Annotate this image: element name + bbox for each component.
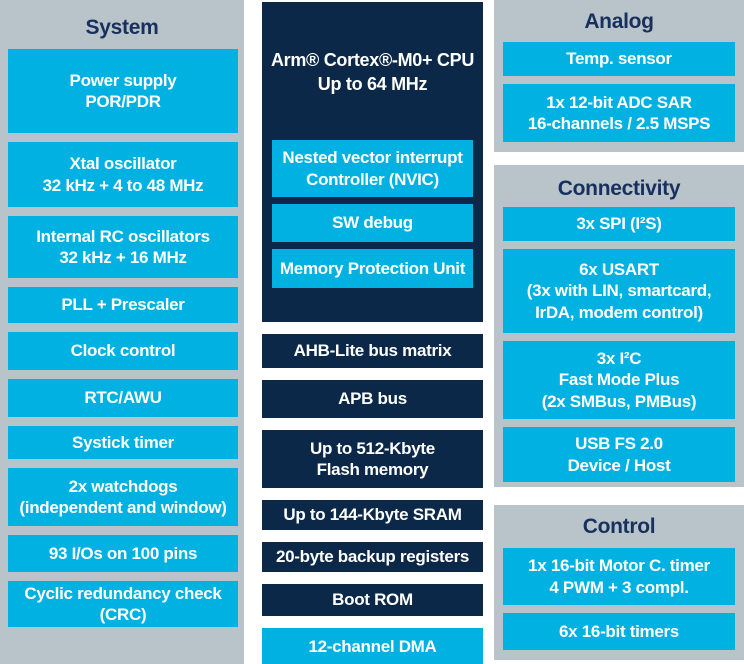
block-i2c: 3x I²C Fast Mode Plus (2x SMBus, PMBus) (503, 341, 735, 419)
block-clock-control: Clock control (8, 332, 238, 370)
block-pll-prescaler: PLL + Prescaler (8, 287, 238, 323)
block-label: SW debug (332, 213, 413, 233)
block-label: 3x I²C Fast Mode Plus (2x SMBus, PMBus) (541, 349, 697, 411)
block-temp-sensor: Temp. sensor (503, 42, 735, 76)
block-label: APB bus (338, 389, 407, 409)
block-systick-timer: Systick timer (8, 426, 238, 459)
block-label: Internal RC oscillators 32 kHz + 16 MHz (36, 226, 210, 267)
block-sw-debug: SW debug (272, 204, 473, 242)
block-label: 93 I/Os on 100 pins (48, 543, 198, 563)
block-usart: 6x USART (3x with LIN, smartcard, IrDA, … (503, 249, 735, 333)
block-label: Memory Protection Unit (279, 258, 466, 278)
block-label: Cyclic redundancy check (CRC) (24, 583, 222, 624)
block-label: 3x SPI (I²S) (576, 214, 662, 234)
block-label: 12-channel DMA (308, 637, 437, 657)
block-label: RTC/AWU (84, 388, 162, 408)
block-sram: Up to 144-Kbyte SRAM (262, 500, 483, 530)
block-xtal-oscillator: Xtal oscillator 32 kHz + 4 to 48 MHz (8, 142, 238, 207)
block-label: Systick timer (72, 432, 174, 452)
cpu-title: Arm® Cortex®-M0+ CPU Up to 64 MHz (270, 50, 475, 95)
block-label: 1x 16-bit Motor C. timer 4 PWM + 3 compl… (528, 556, 710, 597)
control-panel: Control 1x 16-bit Motor C. timer 4 PWM +… (494, 505, 744, 660)
analog-block-stack: Temp. sensor 1x 12-bit ADC SAR 16-channe… (503, 42, 735, 142)
block-label: AHB-Lite bus matrix (293, 341, 452, 361)
block-motor-timer: 1x 16-bit Motor C. timer 4 PWM + 3 compl… (503, 548, 735, 605)
block-label: Clock control (70, 341, 176, 361)
cpu-column: Arm® Cortex®-M0+ CPU Up to 64 MHz Nested… (262, 2, 483, 664)
block-label: 1x 12-bit ADC SAR 16-channels / 2.5 MSPS (527, 92, 711, 133)
block-boot-rom: Boot ROM (262, 584, 483, 616)
block-internal-rc-oscillators: Internal RC oscillators 32 kHz + 16 MHz (8, 216, 238, 278)
connectivity-block-stack: 3x SPI (I²S) 6x USART (3x with LIN, smar… (503, 207, 735, 482)
block-label: 2x watchdogs (independent and window) (19, 476, 227, 517)
block-apb-bus: APB bus (262, 380, 483, 418)
block-label: Boot ROM (332, 590, 413, 610)
block-nvic: Nested vector interrupt Controller (NVIC… (272, 140, 473, 197)
cpu-block: Arm® Cortex®-M0+ CPU Up to 64 MHz Nested… (262, 2, 483, 322)
block-label: 6x 16-bit timers (559, 621, 679, 641)
block-ahb-bus-matrix: AHB-Lite bus matrix (262, 334, 483, 368)
block-crc: Cyclic redundancy check (CRC) (8, 581, 238, 627)
connectivity-panel: Connectivity 3x SPI (I²S) 6x USART (3x w… (494, 165, 744, 487)
block-label: 20-byte backup registers (275, 547, 470, 567)
block-label: Temp. sensor (566, 49, 672, 69)
block-spi: 3x SPI (I²S) (503, 207, 735, 241)
system-block-stack: Power supply POR/PDR Xtal oscillator 32 … (8, 49, 238, 627)
block-label: Nested vector interrupt Controller (NVIC… (282, 148, 463, 189)
block-flash-memory: Up to 512-Kbyte Flash memory (262, 430, 483, 488)
block-label: Power supply POR/PDR (69, 70, 177, 111)
block-dma: 12-channel DMA (262, 628, 483, 664)
control-block-stack: 1x 16-bit Motor C. timer 4 PWM + 3 compl… (503, 548, 735, 650)
block-rtc-awu: RTC/AWU (8, 379, 238, 417)
block-16bit-timers: 6x 16-bit timers (503, 613, 735, 650)
block-label: Up to 512-Kbyte Flash memory (310, 438, 435, 479)
connectivity-section-title: Connectivity (557, 177, 681, 200)
system-section-title: System (85, 16, 159, 39)
control-section-title: Control (582, 515, 656, 538)
block-power-supply: Power supply POR/PDR (8, 49, 238, 133)
system-panel: System Power supply POR/PDR Xtal oscilla… (0, 0, 244, 664)
block-label: Up to 144-Kbyte SRAM (283, 505, 462, 525)
block-label: 6x USART (3x with LIN, smartcard, IrDA, … (526, 260, 712, 322)
block-label: Xtal oscillator 32 kHz + 4 to 48 MHz (42, 154, 204, 195)
block-gpio-pins: 93 I/Os on 100 pins (8, 535, 238, 572)
block-usb: USB FS 2.0 Device / Host (503, 427, 735, 482)
analog-panel: Analog Temp. sensor 1x 12-bit ADC SAR 16… (494, 0, 744, 152)
block-label: USB FS 2.0 Device / Host (567, 434, 671, 475)
block-label: PLL + Prescaler (61, 295, 185, 315)
block-watchdogs: 2x watchdogs (independent and window) (8, 468, 238, 526)
block-adc: 1x 12-bit ADC SAR 16-channels / 2.5 MSPS (503, 84, 735, 142)
block-mpu: Memory Protection Unit (272, 249, 473, 288)
block-backup-registers: 20-byte backup registers (262, 542, 483, 572)
analog-section-title: Analog (584, 10, 654, 33)
